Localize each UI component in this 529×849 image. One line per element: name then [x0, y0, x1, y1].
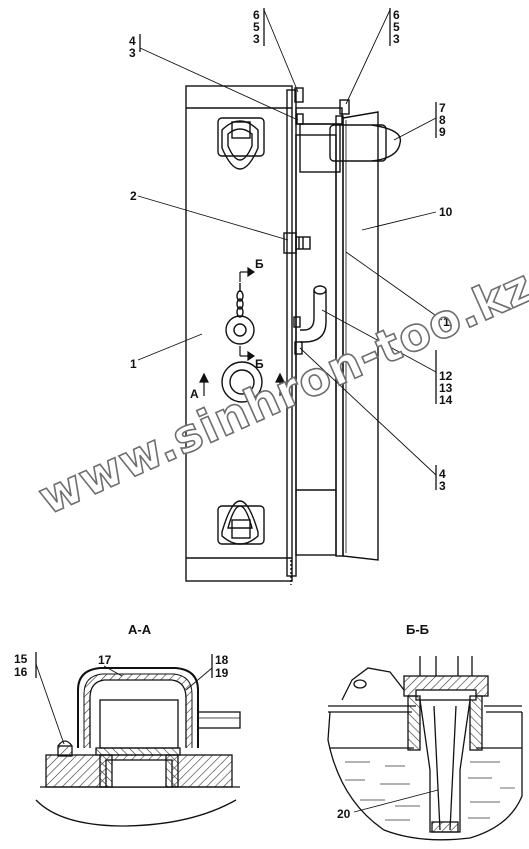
svg-text:3: 3 — [129, 46, 136, 60]
svg-text:19: 19 — [215, 666, 229, 680]
svg-text:12: 12 — [439, 369, 453, 383]
callout-2: 2 — [130, 189, 137, 203]
bolt-bottom — [294, 341, 303, 355]
drain-ring — [221, 361, 263, 403]
watermark: www.sinhron-too.kz — [31, 258, 529, 525]
svg-text:8: 8 — [439, 113, 446, 127]
section-bb-view — [327, 656, 523, 841]
leader-lines-main — [137, 8, 443, 490]
main-view — [185, 85, 402, 585]
section-mark-a-left: А — [190, 387, 199, 401]
callout-stack-12-13-14: 12 13 14 — [439, 369, 453, 407]
svg-text:4: 4 — [129, 34, 136, 48]
elbow-pipe — [300, 290, 327, 343]
outlet-pipe — [329, 124, 387, 162]
svg-text:18: 18 — [215, 653, 229, 667]
svg-text:5: 5 — [393, 20, 400, 34]
svg-text:5: 5 — [253, 20, 260, 34]
section-mark-b-bottom: Б — [255, 357, 264, 371]
section-mark-a-right: А — [282, 387, 291, 401]
svg-text:9: 9 — [439, 125, 446, 139]
callout-stack-15-16: 15 16 — [14, 652, 28, 679]
section-mark-b-top: Б — [255, 257, 264, 271]
section-title-bb: Б-Б — [406, 622, 429, 637]
svg-text:15: 15 — [14, 652, 28, 666]
panel-10 — [342, 111, 379, 561]
svg-text:16: 16 — [14, 665, 28, 679]
svg-text:14: 14 — [439, 393, 453, 407]
callout-stack-6-5-3-left: 6 5 3 — [253, 8, 260, 46]
callout-20: 20 — [337, 807, 351, 821]
svg-text:4: 4 — [439, 467, 446, 481]
callout-stack-18-19: 18 19 — [215, 653, 229, 680]
section-aa-view — [35, 667, 241, 827]
callout-stack-4-3-bottom: 4 3 — [439, 467, 446, 493]
callout-17: 17 — [98, 653, 112, 667]
svg-text:3: 3 — [253, 32, 260, 46]
bolt-top-left — [294, 87, 304, 103]
leader-20 — [353, 789, 439, 813]
callout-stack-7-8-9: 7 8 9 — [439, 101, 446, 139]
bolt-top-right — [339, 99, 350, 115]
section-title-aa: А-А — [128, 622, 152, 637]
filler-cap-with-chain — [225, 283, 255, 345]
leader-lines-aa — [35, 652, 213, 745]
liquid-lines — [345, 761, 515, 821]
svg-text:6: 6 — [393, 8, 400, 22]
callout-10: 10 — [439, 205, 453, 219]
svg-text:7: 7 — [439, 101, 446, 115]
lifting-eye-top — [217, 117, 265, 170]
section-marks-main — [199, 266, 285, 396]
lifting-eye-bottom — [217, 500, 265, 545]
callout-stack-4-3-top: 4 3 — [129, 34, 136, 60]
svg-text:3: 3 — [439, 479, 446, 493]
callout-stack-6-5-3-right: 6 5 3 — [393, 8, 400, 46]
callout-1: 1 — [130, 357, 137, 371]
callout-11: 11 — [443, 315, 456, 329]
svg-text:13: 13 — [439, 381, 453, 395]
fitting-2 — [283, 232, 311, 254]
tank-body — [185, 85, 293, 582]
svg-text:6: 6 — [253, 8, 260, 22]
svg-text:3: 3 — [393, 32, 400, 46]
